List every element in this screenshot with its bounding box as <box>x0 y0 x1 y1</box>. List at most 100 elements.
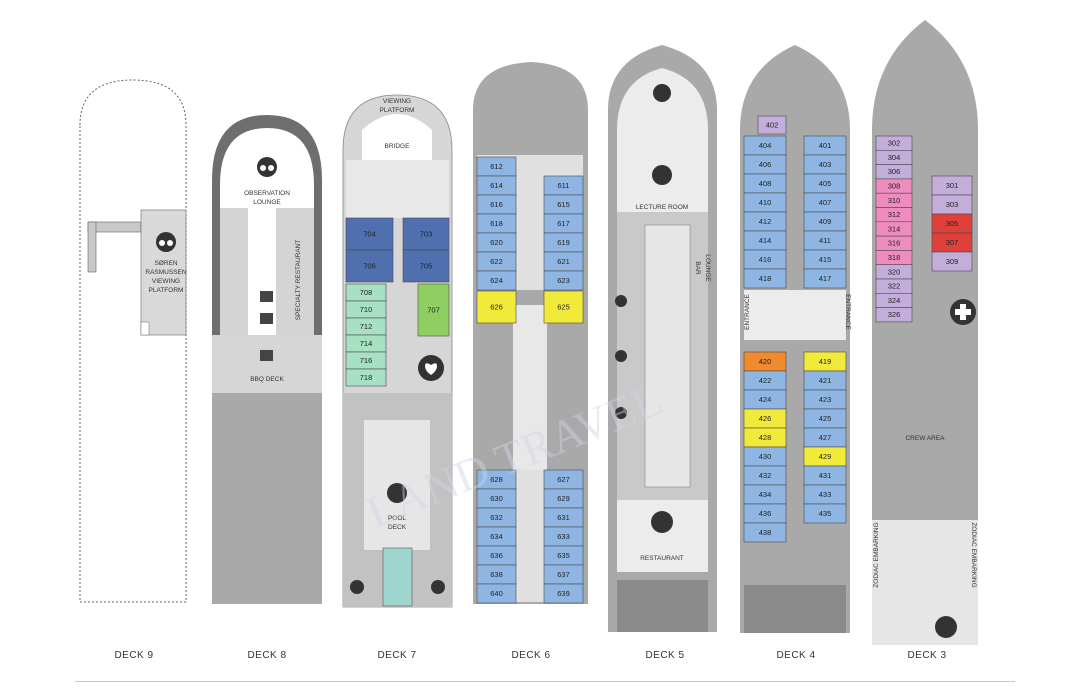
cabin-306[interactable]: 306 <box>875 164 913 180</box>
cabin-616[interactable]: 616 <box>476 194 517 215</box>
cabin-416[interactable]: 416 <box>743 249 787 270</box>
cabin-438[interactable]: 438 <box>743 522 787 543</box>
cabin-633[interactable]: 633 <box>543 526 584 547</box>
cabin-305[interactable]: 305 <box>931 213 973 234</box>
cabin-411[interactable]: 411 <box>803 230 847 251</box>
cabin-420[interactable]: 420 <box>743 351 787 372</box>
cabin-708[interactable]: 708 <box>345 283 387 302</box>
cabin-432[interactable]: 432 <box>743 465 787 486</box>
cabin-422[interactable]: 422 <box>743 370 787 391</box>
cabin-620[interactable]: 620 <box>476 232 517 253</box>
cabin-706[interactable]: 706 <box>345 249 394 283</box>
cabin-435[interactable]: 435 <box>803 503 847 524</box>
cabin-320[interactable]: 320 <box>875 264 913 280</box>
cabin-409[interactable]: 409 <box>803 211 847 232</box>
cabin-304[interactable]: 304 <box>875 150 913 165</box>
cabin-324[interactable]: 324 <box>875 292 913 308</box>
cabin-611[interactable]: 611 <box>543 175 584 196</box>
cabin-631[interactable]: 631 <box>543 507 584 528</box>
cabin-639[interactable]: 639 <box>543 583 584 604</box>
cabin-308[interactable]: 308 <box>875 178 913 194</box>
cabin-318[interactable]: 318 <box>875 250 913 265</box>
cabin-326[interactable]: 326 <box>875 307 913 323</box>
cabin-number: 707 <box>427 305 440 314</box>
cabin-621[interactable]: 621 <box>543 251 584 272</box>
cabin-714[interactable]: 714 <box>345 334 387 353</box>
cabin-415[interactable]: 415 <box>803 249 847 270</box>
cabin-622[interactable]: 622 <box>476 251 517 272</box>
cabin-404[interactable]: 404 <box>743 135 787 156</box>
cabin-716[interactable]: 716 <box>345 351 387 370</box>
cabin-433[interactable]: 433 <box>803 484 847 505</box>
cabin-617[interactable]: 617 <box>543 213 584 234</box>
deck9-platform-line4: PLATFORM <box>149 287 184 294</box>
cabin-410[interactable]: 410 <box>743 192 787 213</box>
cabin-number: 302 <box>888 139 901 148</box>
cabin-615[interactable]: 615 <box>543 194 584 215</box>
cabin-418[interactable]: 418 <box>743 268 787 289</box>
cabin-number: 630 <box>490 494 503 503</box>
cabin-number: 635 <box>557 551 570 560</box>
cabin-425[interactable]: 425 <box>803 408 847 429</box>
cabin-417[interactable]: 417 <box>803 268 847 289</box>
cabin-429[interactable]: 429 <box>803 446 847 467</box>
cabin-301[interactable]: 301 <box>931 175 973 196</box>
cabin-316[interactable]: 316 <box>875 235 913 251</box>
cabin-625[interactable]: 625 <box>543 290 584 324</box>
cabin-421[interactable]: 421 <box>803 370 847 391</box>
cabin-430[interactable]: 430 <box>743 446 787 467</box>
cabin-428[interactable]: 428 <box>743 427 787 448</box>
cabin-307[interactable]: 307 <box>931 232 973 253</box>
cabin-637[interactable]: 637 <box>543 564 584 585</box>
cabin-627[interactable]: 627 <box>543 469 584 490</box>
cabin-640[interactable]: 640 <box>476 583 517 604</box>
cabin-707[interactable]: 707 <box>417 283 450 337</box>
cabin-718[interactable]: 718 <box>345 368 387 387</box>
cabin-402[interactable]: 402 <box>757 115 787 135</box>
cabin-406[interactable]: 406 <box>743 154 787 175</box>
cabin-624[interactable]: 624 <box>476 270 517 291</box>
cabin-419[interactable]: 419 <box>803 351 847 372</box>
cabin-434[interactable]: 434 <box>743 484 787 505</box>
cabin-635[interactable]: 635 <box>543 545 584 566</box>
cabin-632[interactable]: 632 <box>476 507 517 528</box>
cabin-310[interactable]: 310 <box>875 192 913 208</box>
cabin-312[interactable]: 312 <box>875 207 913 223</box>
cabin-705[interactable]: 705 <box>402 249 450 283</box>
cabin-322[interactable]: 322 <box>875 278 913 294</box>
cabin-408[interactable]: 408 <box>743 173 787 194</box>
cabin-703[interactable]: 703 <box>402 217 450 251</box>
cabin-401[interactable]: 401 <box>803 135 847 156</box>
cabin-629[interactable]: 629 <box>543 488 584 509</box>
cabin-712[interactable]: 712 <box>345 317 387 336</box>
cabin-302[interactable]: 302 <box>875 135 913 151</box>
cabin-number: 626 <box>490 302 503 311</box>
cabin-618[interactable]: 618 <box>476 213 517 234</box>
cabin-309[interactable]: 309 <box>931 251 973 272</box>
cabin-626[interactable]: 626 <box>476 290 517 324</box>
cabin-636[interactable]: 636 <box>476 545 517 566</box>
cabin-704[interactable]: 704 <box>345 217 394 251</box>
cabin-407[interactable]: 407 <box>803 192 847 213</box>
cabin-427[interactable]: 427 <box>803 427 847 448</box>
cabin-634[interactable]: 634 <box>476 526 517 547</box>
cabin-303[interactable]: 303 <box>931 194 973 215</box>
cabin-424[interactable]: 424 <box>743 389 787 410</box>
cabin-426[interactable]: 426 <box>743 408 787 429</box>
cabin-628[interactable]: 628 <box>476 469 517 490</box>
cabin-403[interactable]: 403 <box>803 154 847 175</box>
cabin-623[interactable]: 623 <box>543 270 584 291</box>
cabin-431[interactable]: 431 <box>803 465 847 486</box>
cabin-405[interactable]: 405 <box>803 173 847 194</box>
cabin-423[interactable]: 423 <box>803 389 847 410</box>
cabin-314[interactable]: 314 <box>875 221 913 237</box>
cabin-614[interactable]: 614 <box>476 175 517 196</box>
cabin-619[interactable]: 619 <box>543 232 584 253</box>
cabin-710[interactable]: 710 <box>345 300 387 319</box>
cabin-612[interactable]: 612 <box>476 156 517 177</box>
cabin-638[interactable]: 638 <box>476 564 517 585</box>
cabin-436[interactable]: 436 <box>743 503 787 524</box>
cabin-number: 710 <box>360 305 373 314</box>
cabin-414[interactable]: 414 <box>743 230 787 251</box>
cabin-412[interactable]: 412 <box>743 211 787 232</box>
